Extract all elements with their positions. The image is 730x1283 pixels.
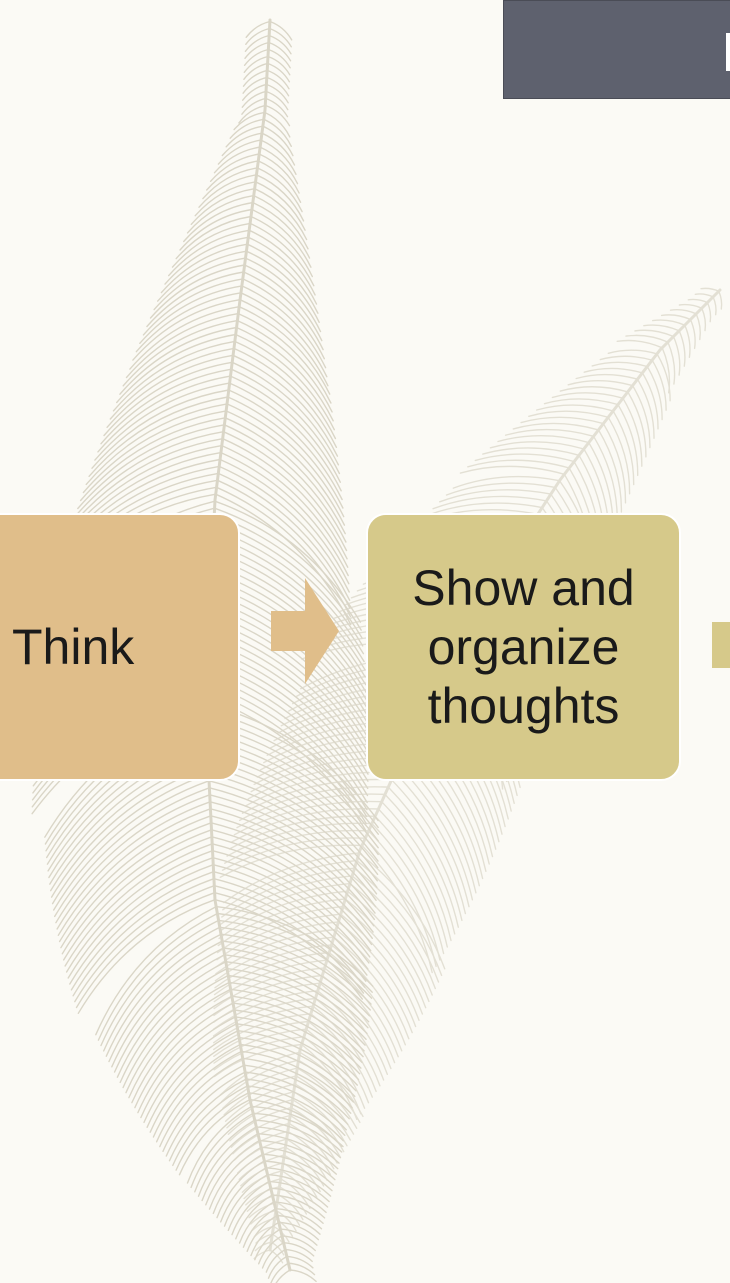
title-text-fragment [726,33,730,71]
step-show-organize-box: Show and organize thoughts [366,513,681,781]
title-bar [503,0,730,99]
process-arrow-2 [712,622,730,668]
step-think-label: Think [12,618,135,675]
step-think-box: Think [0,513,240,781]
step-show-organize-label: Show and organize thoughts [412,559,635,734]
process-arrow-1 [271,578,339,684]
